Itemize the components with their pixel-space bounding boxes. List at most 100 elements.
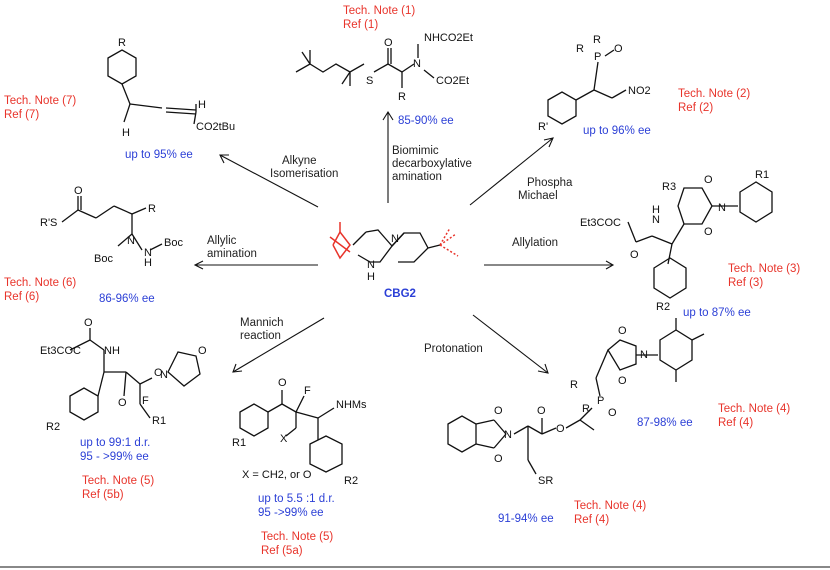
label-3: Allylation (512, 237, 558, 249)
s7-o-d: O (118, 397, 127, 409)
tech-note-7: Tech. Note (7) (4, 95, 76, 107)
s6-x: X (280, 433, 288, 445)
s3-r2: R2 (656, 301, 670, 313)
arrow-up-left (219, 154, 319, 208)
s5-sr: SR (538, 475, 553, 487)
label-2-line-2: Michael (518, 190, 558, 202)
tech-note-5a: Tech. Note (5) (261, 531, 333, 543)
reaction-8-group: Tech. Note (6) Ref (6) 86-96% ee Allylic… (4, 185, 257, 305)
s2-p: P (594, 51, 601, 63)
s6-r2: R2 (344, 475, 358, 487)
result-4b: 91-94% ee (498, 513, 554, 525)
s8-boc-a: Boc (94, 253, 113, 265)
result-5a-line-2: 95 ->99% ee (258, 507, 324, 519)
s7-o-a: O (84, 317, 93, 329)
tech-note-1: Tech. Note (1) (343, 5, 415, 17)
ref-4b: Ref (4) (574, 514, 609, 526)
s4-n: N (640, 349, 648, 361)
label-1-line-1: Biomimic (392, 145, 439, 157)
s2-r-b: R (593, 34, 601, 46)
structure-6-chromanone: O F NHMs R1 X R2 X = CH2, or O (232, 377, 367, 487)
structure-7-oxazolidinone: Et3COC NH O O O N F O R1 R2 (40, 317, 207, 433)
s4-o-bottom: O (618, 375, 627, 387)
s9-h-a: H (122, 127, 130, 139)
s6-nhms: NHMs (336, 399, 367, 411)
structure-9-allene: R H H CO2tBu (107, 37, 235, 139)
s7-n: N (160, 369, 168, 381)
s8-h: H (144, 257, 152, 269)
ref-7: Ref (7) (4, 109, 39, 121)
result-7: up to 95% ee (125, 149, 193, 161)
s3-o-bottom: O (704, 226, 713, 238)
s4-p: P (597, 395, 604, 407)
s3-et3coc: Et3COC (580, 217, 621, 229)
structure-5-phthalimide: O O N O O SR (447, 405, 595, 487)
s1-nhco2et: NHCO2Et (424, 32, 473, 44)
s6-o: O (278, 377, 287, 389)
s8-o: O (74, 185, 83, 197)
reaction-4-group: Tech. Note (4) Ref (4) 87-98% ee Protona… (424, 318, 790, 429)
reaction-9-group: Tech. Note (7) Ref (7) up to 95% ee Alky… (4, 37, 338, 180)
catalyst-atom-n2: N (367, 259, 375, 271)
label-5-line-2: reaction (240, 330, 281, 342)
tech-note-2: Tech. Note (2) (678, 88, 750, 100)
s5-o-top: O (494, 405, 503, 417)
s7-o-b: O (154, 367, 163, 379)
s4-o-top: O (618, 325, 627, 337)
ref-5b: Ref (5b) (82, 489, 124, 501)
s8-n-a: N (127, 235, 135, 247)
s7-f: F (142, 395, 149, 407)
tech-note-6: Tech. Note (6) (4, 277, 76, 289)
label-7-line-2: Isomerisation (270, 168, 338, 180)
ref-5a: Ref (5a) (261, 545, 303, 557)
label-6-line-1: Allylic (207, 235, 237, 247)
ref-3: Ref (3) (728, 277, 763, 289)
ref-6: Ref (6) (4, 291, 39, 303)
s8-rs: R'S (40, 217, 57, 229)
s9-h-b: H (198, 99, 206, 111)
reaction-5-group: Tech. Note (4) Ref (4) 91-94% ee O O N O… (447, 405, 646, 526)
structure-2-phosphine-oxide: R R P O NO2 R' (538, 34, 651, 133)
s8-boc-b: Boc (164, 237, 183, 249)
reaction-arrows (193, 110, 615, 374)
s3-o-top: O (704, 174, 713, 186)
s1-n: N (413, 58, 421, 70)
tech-note-4a: Tech. Note (4) (718, 403, 790, 415)
s5-n: N (504, 429, 512, 441)
tech-note-3: Tech. Note (3) (728, 263, 800, 275)
s2-rprime: R' (538, 121, 548, 133)
s2-r-a: R (576, 43, 584, 55)
ref-2: Ref (2) (678, 102, 713, 114)
reaction-2-group: Tech. Note (2) Ref (2) up to 96% ee Phos… (518, 34, 750, 202)
structure-8-hydrazine: R'S O R Boc N H N Boc (40, 185, 183, 269)
s8-n-b: N (144, 247, 152, 259)
s2-o: O (614, 43, 623, 55)
result-5b-line-2: 95 - >99% ee (80, 451, 149, 463)
s3-r3: R3 (662, 181, 676, 193)
s3-r1: R1 (755, 169, 769, 181)
catalyst-cbg2: N N H CBG2 (329, 222, 459, 300)
s1-r: R (398, 91, 406, 103)
ref-4a: Ref (4) (718, 417, 753, 429)
structure-4-succinimide: O N O R R P O (570, 318, 705, 419)
s7-r1: R1 (152, 415, 166, 427)
s1-s: S (366, 75, 373, 87)
label-1-line-3: amination (392, 171, 442, 183)
reaction-6-group: Tech. Note (5) Ref (5a) up to 5.5 :1 d.r… (232, 317, 367, 557)
s8-r: R (148, 203, 156, 215)
s6-f: F (304, 385, 311, 397)
arrow-up-right (469, 137, 554, 206)
label-5-line-1: Mannich (240, 317, 283, 329)
catalyst-name: CBG2 (384, 288, 416, 300)
reaction-3-group: Tech. Note (3) Ref (3) up to 87% ee Ally… (512, 169, 800, 319)
s7-r2: R2 (46, 421, 60, 433)
s4-r-b: R (582, 403, 590, 415)
s3-o-carbamate: O (630, 249, 639, 261)
label-2-line-1: Phospha (527, 177, 573, 189)
ref-1: Ref (1) (343, 19, 378, 31)
s5-o-bottom: O (494, 453, 503, 465)
s1-co2et: CO2Et (436, 75, 469, 87)
reaction-1-group: Tech. Note (1) Ref (1) 85-90% ee Biomimi… (295, 5, 473, 183)
